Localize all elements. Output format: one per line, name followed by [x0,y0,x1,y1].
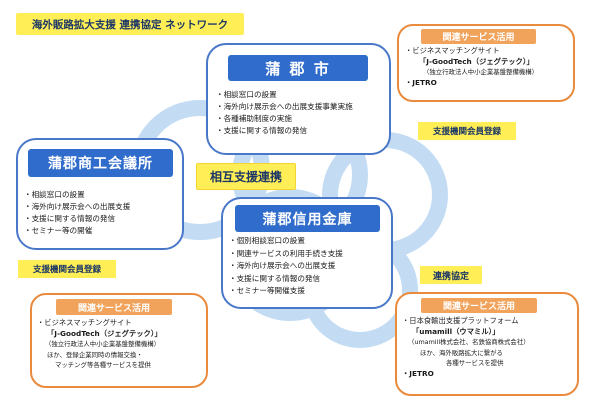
mutual-support-label: 相互支援連携 [196,163,296,190]
partnership-label: 連携協定 [420,266,482,284]
service-title: 関連サービス活用 [56,299,172,315]
list-item: セミナー等開催支援 [229,285,343,298]
service-box-bottom-right: 関連サービス活用 ・日本食輸出支援プラットフォーム 「umamill（ウマミル）… [395,292,579,396]
bank-title: 蒲郡信用金庫 [235,205,380,232]
list-item: セミナー等の開催 [24,225,130,237]
service-title: 関連サービス活用 [421,29,536,44]
service-box-bottom-left: 関連サービス活用 ・ビジネスマッチングサイト 「J-GoodTech（ジェグテッ… [30,293,208,388]
service-title: 関連サービス活用 [421,298,537,313]
list-item: 支援に関する情報の発信 [216,125,353,137]
list-item: 支援に関する情報の発信 [229,273,343,286]
list-item: 海外向け展示会への出展支援 [229,260,343,273]
service-text: ・ビジネスマッチングサイト 「J-GoodTech（ジェグテック）」 （独立行政… [37,318,162,369]
service-text: ・ビジネスマッチングサイト 「J-GoodTech（ジェグテック）」 （独立行政… [405,46,539,87]
city-list: 相談窓口の設置 海外向け展示会への出展支援事業実施 各種補助制度の実施 支援に関… [216,89,353,137]
city-box: 蒲 郡 市 相談窓口の設置 海外向け展示会への出展支援事業実施 各種補助制度の実… [206,43,391,155]
chamber-list: 相談窓口の設置 海外向け展示会への出展支援 支援に関する情報の発信 セミナー等の… [24,189,131,237]
chamber-title: 蒲郡商工会議所 [28,149,173,177]
list-item: 支援に関する情報の発信 [24,213,130,225]
list-item: 海外向け展示会への出展支援事業実施 [216,101,353,113]
list-item: 相談窓口の設置 [216,89,353,101]
service-text: ・日本食輸出支援プラットフォーム 「umamill（ウマミル）」 （umamil… [402,316,530,378]
list-item: 各種補助制度の実施 [216,113,353,125]
bank-box: 蒲郡信用金庫 個別相談窓口の設置 関連サービスの利用手続き支援 海外向け展示会へ… [221,197,393,309]
service-box-top-right: 関連サービス活用 ・ビジネスマッチングサイト 「J-GoodTech（ジェグテッ… [397,24,575,102]
list-item: 海外向け展示会への出展支援 [24,201,131,213]
list-item: 個別相談窓口の設置 [229,235,343,248]
member-registration-label-left: 支援機関会員登録 [18,260,116,278]
chamber-box: 蒲郡商工会議所 相談窓口の設置 海外向け展示会への出展支援 支援に関する情報の発… [16,138,184,250]
member-registration-label-right: 支援機関会員登録 [418,122,516,140]
list-item: 関連サービスの利用手続き支援 [229,248,343,261]
list-item: 相談窓口の設置 [24,189,130,201]
network-title: 海外販路拡大支援 連携協定 ネットワーク [16,13,244,35]
city-title: 蒲 郡 市 [228,55,368,81]
bank-list: 個別相談窓口の設置 関連サービスの利用手続き支援 海外向け展示会への出展支援 支… [229,235,343,298]
